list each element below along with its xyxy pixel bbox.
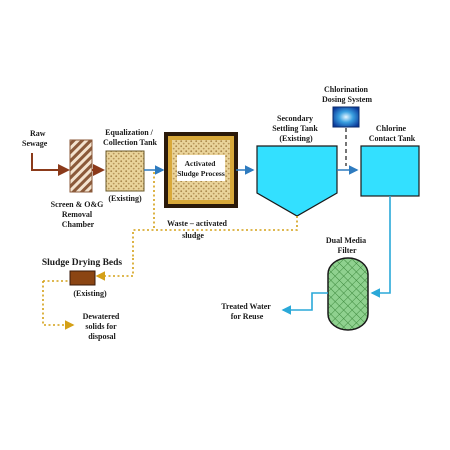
raw-sewage-label: Raw Sewage xyxy=(22,129,48,148)
raw-sewage-inflow-line xyxy=(31,153,70,176)
chlorine-contact-label: Chlorine Contact Tank xyxy=(369,124,416,143)
activated-sludge-label-box xyxy=(177,155,225,181)
treated-water-outflow-line xyxy=(281,292,328,315)
equalization-existing-label: (Existing) xyxy=(108,194,142,203)
screen-chamber-label: Screen & O&G Removal Chamber xyxy=(51,200,106,229)
equalization-tank xyxy=(105,150,145,192)
activated-sludge-label: Activated Sludge Process xyxy=(177,159,225,178)
contact-to-filter-line xyxy=(370,196,391,298)
chlorination-label: Chlorination Dosing System xyxy=(322,85,372,104)
screen-chamber xyxy=(69,139,93,193)
dual-media-filter xyxy=(327,257,369,331)
sludge-beds-label: Sludge Drying Beds xyxy=(42,258,123,268)
equalization-label: Equalization / Collection Tank xyxy=(103,128,158,147)
dewatered-solids-label: Dewatered solids for disposal xyxy=(83,312,122,341)
secondary-settling-tank xyxy=(256,145,338,217)
dewatered-solids-line xyxy=(42,281,75,330)
waste-sludge-label: Waste – activated sludge xyxy=(167,219,229,240)
sludge-to-beds-line xyxy=(95,258,134,281)
chlorination-dosing-unit xyxy=(332,106,360,128)
chlorine-contact-tank xyxy=(360,145,420,197)
treated-water-label: Treated Water for Reuse xyxy=(221,302,272,321)
sludge-drying-bed xyxy=(69,270,96,286)
secondary-settling-label: Secondary Settling Tank (Existing) xyxy=(272,114,320,143)
sludge-waste-line xyxy=(132,216,298,258)
dual-media-label: Dual Media Filter xyxy=(326,236,368,255)
sludge-beds-existing-label: (Existing) xyxy=(73,289,107,298)
